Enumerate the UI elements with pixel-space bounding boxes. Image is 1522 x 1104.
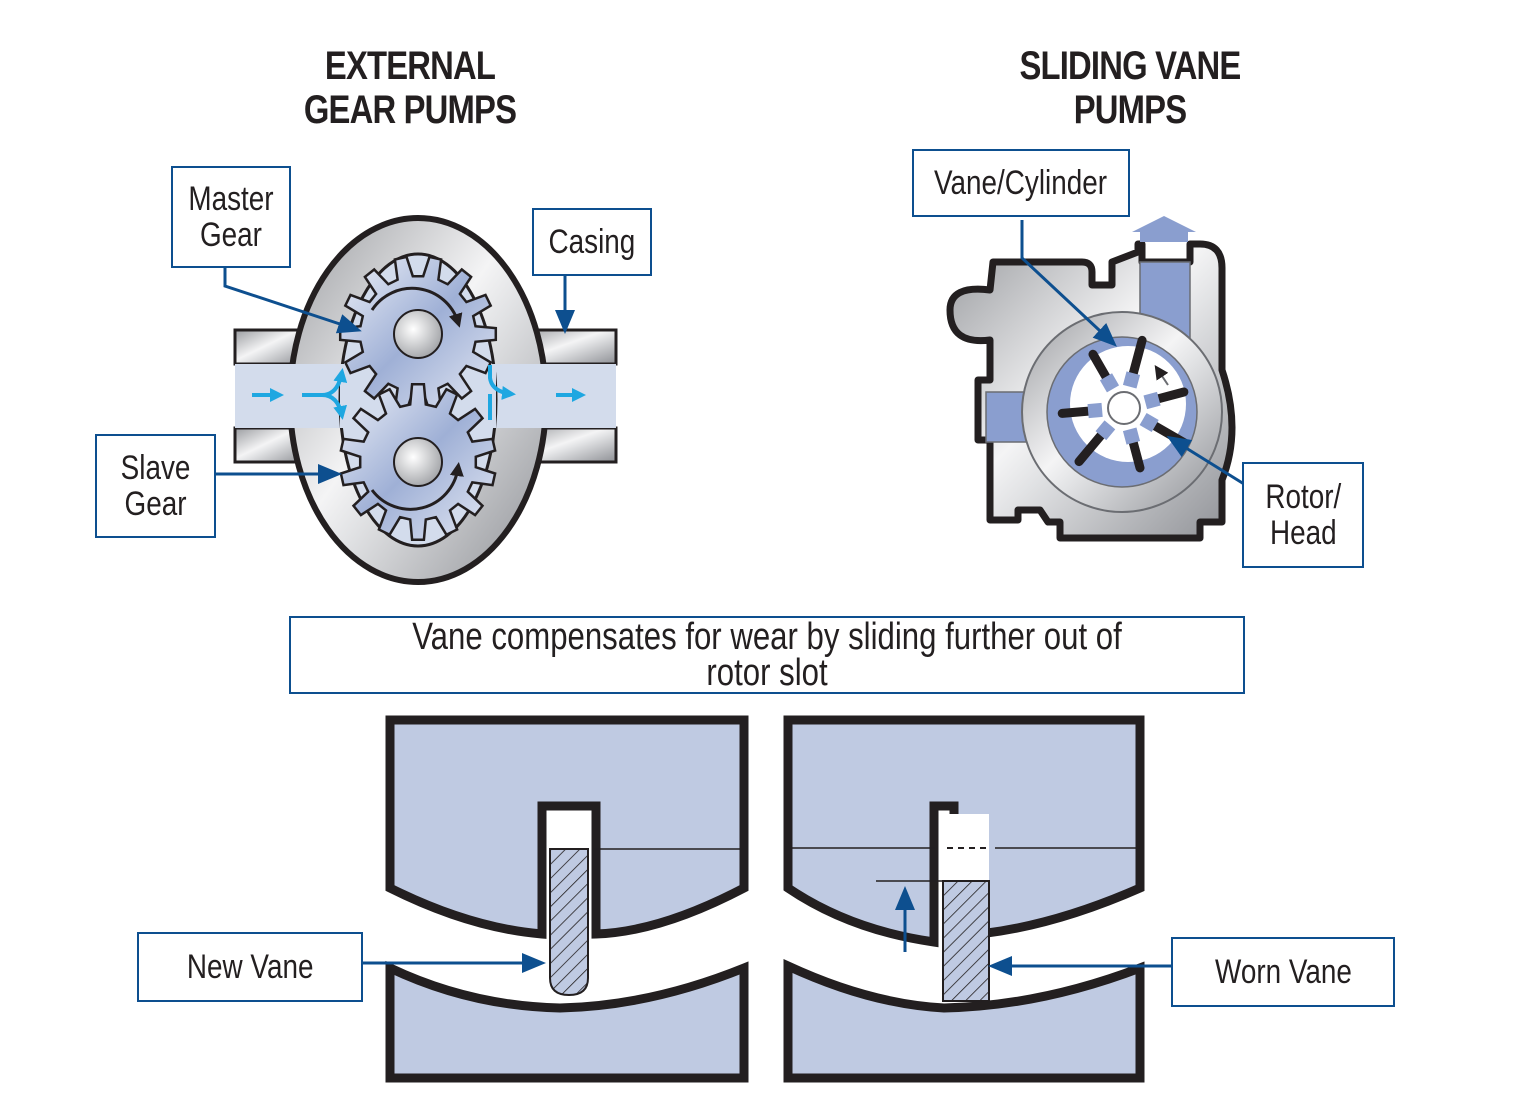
vane-blade (1057, 406, 1095, 418)
vane-spring (1143, 391, 1161, 410)
rotor-head-label-line2: Head (1269, 514, 1337, 552)
vane-spring (1095, 420, 1116, 441)
master-rotation-arrow (370, 286, 463, 328)
master-gear-hub (393, 309, 443, 359)
vane-blade (1128, 436, 1145, 473)
rotor-shaft (1107, 391, 1141, 425)
vane-pump-title: SLIDING VANE PUMPS (995, 44, 1266, 132)
worn-vane (942, 880, 990, 1002)
slave-rotation-arrow (370, 462, 464, 511)
master-gear-label-line1: Master (188, 180, 274, 218)
vane-blade (1088, 349, 1112, 384)
flow-arrows (252, 365, 586, 420)
slave-gear-label-line2: Gear (124, 485, 187, 523)
new-vane-diagram (362, 715, 749, 1083)
vane-spring (1139, 412, 1159, 433)
vane-spring (1099, 373, 1120, 393)
vane-pump-diagram (946, 216, 1245, 542)
flow-merge-arrow (488, 365, 516, 400)
vane-blade (1152, 387, 1189, 404)
master-gear-label-line2: Gear (199, 216, 262, 254)
new-vane-label: New Vane (137, 932, 363, 1002)
discharge-arrow-icon (1132, 216, 1196, 242)
gear-pump-title-line2: GEAR PUMPS (303, 88, 517, 132)
worn-cylinder-block (783, 958, 1145, 1083)
new-rotor-block (385, 715, 749, 939)
casing-label: Casing (532, 208, 652, 276)
vane-blade (1128, 335, 1147, 380)
slave-gear-label-line1: Slave (120, 449, 191, 487)
new-slot-void (550, 814, 588, 848)
vanes (1057, 335, 1190, 473)
gear-pump-title: EXTERNAL GEAR PUMPS (287, 44, 533, 132)
vane-spring (1122, 427, 1141, 445)
worn-vane-label: Worn Vane (1171, 937, 1395, 1007)
rotor-head-leader (1166, 435, 1245, 486)
rotor-head-label: Rotor/Head (1242, 462, 1364, 568)
flow-split-arrow-down (321, 393, 348, 420)
vane-cylinder-leader (1020, 220, 1117, 347)
master-gear-leader (223, 268, 362, 334)
vane-spring (1122, 371, 1141, 389)
vane-rotation-arrow (1154, 365, 1169, 386)
caption-box: Vane compensates for wear by sliding fur… (289, 616, 1245, 694)
rotor-head-label-line1: Rotor/ (1265, 478, 1341, 516)
vane-cylinder-label: Vane/Cylinder (912, 149, 1130, 217)
slave-gear-hub (393, 437, 443, 487)
new-cylinder-block (385, 960, 749, 1083)
vane-pump-title-line1: SLIDING VANE (1019, 44, 1241, 88)
vane-blade (1074, 429, 1107, 467)
vane-spring (1087, 402, 1103, 419)
worn-vane-diagram (783, 715, 1172, 1083)
caption-text: Vane compensates for wear by sliding fur… (412, 616, 1122, 694)
gear-pump-title-line1: EXTERNAL (324, 44, 496, 88)
new-vane (549, 848, 589, 997)
gear-pump-diagram (216, 215, 618, 585)
vane-pump-title-line2: PUMPS (1073, 88, 1187, 132)
